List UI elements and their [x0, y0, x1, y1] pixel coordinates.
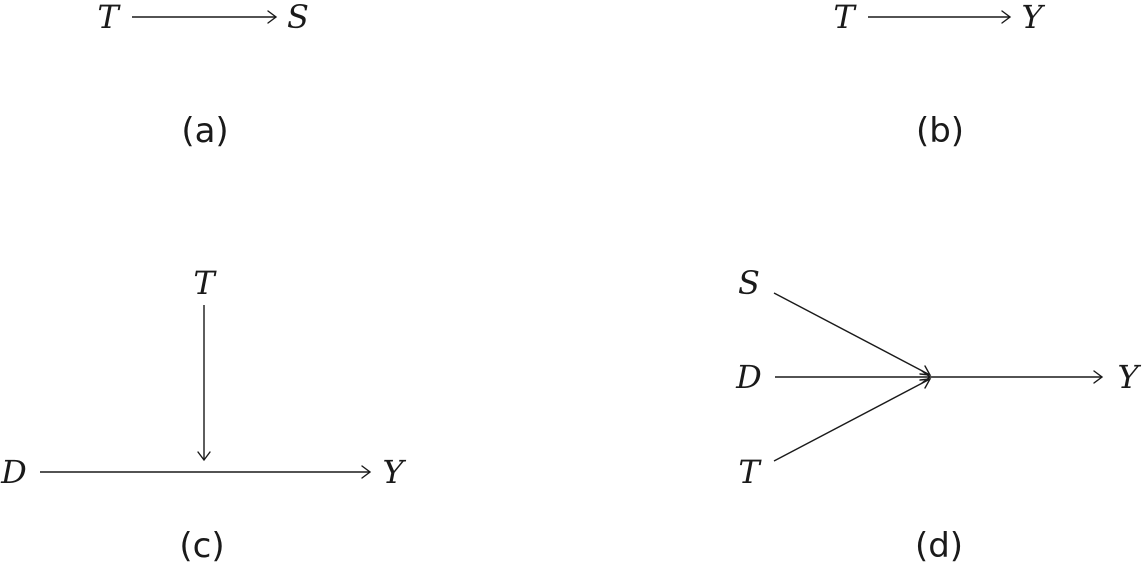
node-c-y: Y: [382, 453, 406, 491]
arrowhead-a-t-s: [267, 10, 278, 24]
panel-b: T Y (b): [833, 0, 1045, 151]
node-a-t: T: [97, 0, 121, 36]
caption-c: (c): [179, 526, 224, 566]
edge-d-t-junction: [773, 378, 931, 462]
arrowhead-d-junction-y: [1093, 370, 1104, 384]
panel-c: T D Y (c): [0, 264, 406, 566]
arrowhead-d-s-junction: [919, 365, 932, 376]
arrowhead-c-d-y: [361, 465, 372, 479]
panel-a: T S (a): [97, 0, 309, 151]
node-c-t: T: [193, 264, 217, 302]
arrowhead-c-t-dy: [197, 451, 211, 462]
caption-a: (a): [181, 111, 228, 151]
node-d-s: S: [738, 264, 760, 302]
node-b-t: T: [833, 0, 857, 36]
node-c-d: D: [0, 453, 27, 491]
caption-b: (b): [916, 111, 964, 151]
arrowhead-b-t-y: [1001, 10, 1012, 24]
edge-d-s-junction: [773, 292, 931, 376]
node-a-s: S: [287, 0, 309, 36]
node-d-y: Y: [1117, 358, 1141, 396]
node-b-y: Y: [1021, 0, 1045, 36]
caption-d: (d): [915, 526, 963, 566]
node-d-t: T: [738, 453, 762, 491]
arrowhead-d-t-junction: [919, 378, 932, 389]
panel-d: S D T Y (d): [735, 264, 1141, 566]
node-d-d: D: [735, 358, 762, 396]
